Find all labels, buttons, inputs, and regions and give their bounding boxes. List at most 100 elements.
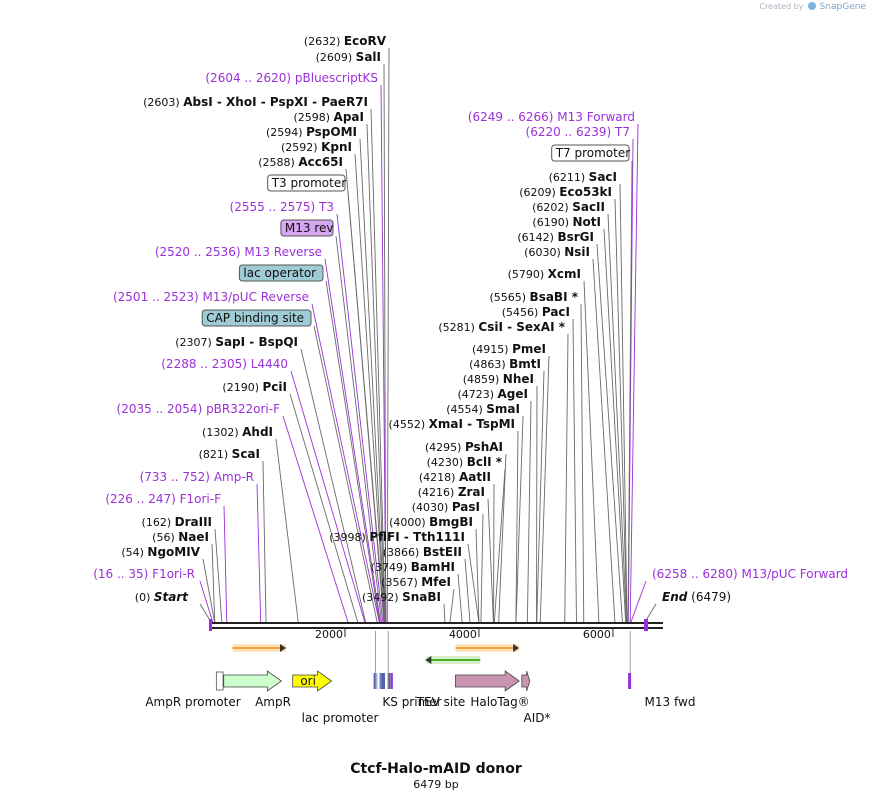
- feature-halotag[interactable]: HaloTag®: [455, 670, 530, 709]
- label-cap[interactable]: CAP binding site: [201, 309, 312, 327]
- tick-label-2000: 2000: [315, 628, 343, 641]
- label-pcii[interactable]: (2190) PciI: [222, 380, 287, 394]
- label-bsabi[interactable]: (5565) BsaBI *: [489, 290, 578, 304]
- label-text-ampr_p: (733 .. 752) Amp-R: [140, 470, 254, 484]
- label-text-bsteii: (3866) BstEII: [383, 545, 462, 559]
- label-text-zrai: (4216) ZraI: [418, 485, 485, 499]
- label-end[interactable]: End (6479): [662, 590, 731, 604]
- connector-line-bmgbi: [475, 528, 480, 623]
- label-pshai[interactable]: (4295) PshAI: [425, 440, 503, 454]
- label-aatii[interactable]: (4218) AatII: [419, 470, 491, 484]
- label-acc65i[interactable]: (2588) Acc65I: [258, 155, 343, 169]
- label-pasi[interactable]: (4030) PasI: [412, 500, 480, 514]
- backbone-top-strand: [211, 622, 663, 624]
- label-pmei[interactable]: (4915) PmeI: [472, 342, 546, 356]
- label-bcli[interactable]: (4230) BclI *: [427, 455, 503, 469]
- feature-aid[interactable]: AID*: [521, 670, 551, 725]
- label-text-pbr322: (2035 .. 2054) pBR322ori-F: [117, 402, 281, 416]
- label-text-paci: (5456) PacI: [502, 305, 570, 319]
- label-sacii[interactable]: (6202) SacII: [532, 200, 605, 214]
- label-box-m13rev: [280, 219, 334, 237]
- label-f1orir[interactable]: (16 .. 35) F1ori-R: [93, 567, 195, 581]
- label-bsteii[interactable]: (3866) BstEII: [383, 545, 462, 559]
- label-box-t7prom: [551, 144, 630, 162]
- label-draiii[interactable]: (162) DraIII: [142, 515, 212, 529]
- label-pbluescriptks[interactable]: (2604 .. 2620) pBluescriptKS: [205, 71, 378, 85]
- label-text-f1orif: (226 .. 247) F1ori-F: [105, 492, 221, 506]
- label-text-t3prom: T3 promoter: [271, 176, 347, 190]
- label-ampr_p[interactable]: (733 .. 752) Amp-R: [140, 470, 254, 484]
- label-csii[interactable]: (5281) CsiI - SexAI *: [438, 320, 565, 334]
- feature-m13_fwd[interactable]: M13 fwd: [628, 673, 695, 709]
- label-bsrgi[interactable]: (6142) BsrGI: [517, 230, 594, 244]
- label-m13puc_fwd[interactable]: (6258 .. 6280) M13/pUC Forward: [652, 567, 848, 581]
- label-t7prom[interactable]: T7 promoter: [551, 144, 631, 162]
- connector-line-sacii: [607, 213, 627, 623]
- connector-line-m13fwd_p: [629, 123, 639, 623]
- label-pflfi[interactable]: (3998) PflFI - Tth111I: [329, 530, 465, 544]
- connector-line-pcii: [289, 393, 359, 623]
- green-arrow: [425, 656, 481, 664]
- feature-tev_site[interactable]: TEV site: [387, 673, 466, 709]
- connector-line-agei: [526, 400, 532, 623]
- end-marker: [644, 619, 648, 631]
- label-text-lacop: lac operator: [243, 266, 316, 280]
- label-m13puc[interactable]: (2501 .. 2523) M13/pUC Reverse: [113, 290, 309, 304]
- feature-ks_primer[interactable]: KS primer: [380, 673, 442, 709]
- connector-line-kpni: [354, 153, 386, 623]
- label-nsii[interactable]: (6030) NsiI: [524, 245, 590, 259]
- feature-ampr[interactable]: AmpR: [223, 670, 291, 709]
- label-lacop[interactable]: lac operator: [238, 264, 324, 282]
- connector-line-cap: [313, 325, 378, 623]
- label-start[interactable]: (0) Start: [135, 590, 189, 604]
- label-saci[interactable]: (6211) SacI: [549, 170, 617, 184]
- label-xmai[interactable]: (4552) XmaI - TspMI: [389, 417, 515, 431]
- tick-label-4000: 4000: [449, 628, 477, 641]
- label-noti[interactable]: (6190) NotI: [532, 215, 601, 229]
- connector-line-nsii: [592, 258, 616, 623]
- connector-line-m13puc: [311, 303, 380, 623]
- label-m13reverse[interactable]: (2520 .. 2536) M13 Reverse: [155, 245, 322, 259]
- feature-label-ks_primer: KS primer: [382, 695, 441, 709]
- label-m13rev[interactable]: M13 rev: [280, 219, 334, 237]
- label-paci[interactable]: (5456) PacI: [502, 305, 570, 319]
- label-snabi[interactable]: (3492) SnaBI: [362, 590, 441, 604]
- label-zrai[interactable]: (4216) ZraI: [418, 485, 485, 499]
- label-pspomi[interactable]: (2594) PspOMI: [266, 125, 357, 139]
- label-t3[interactable]: (2555 .. 2575) T3: [230, 200, 334, 214]
- label-pbr322[interactable]: (2035 .. 2054) pBR322ori-F: [117, 402, 281, 416]
- connector-line-bsabi: [580, 303, 585, 623]
- label-bmti[interactable]: (4863) BmtI: [469, 357, 541, 371]
- label-text-sacii: (6202) SacII: [532, 200, 605, 214]
- label-f1orif[interactable]: (226 .. 247) F1ori-F: [105, 492, 221, 506]
- connector-line-bsteii: [464, 558, 471, 623]
- label-scai[interactable]: (821) ScaI: [199, 447, 260, 461]
- connector-line-pbr322: [282, 415, 349, 623]
- label-eco53ki[interactable]: (6209) Eco53kI: [519, 185, 612, 199]
- label-absi[interactable]: (2603) AbsI - XhoI - PspXI - PaeR7I: [143, 95, 368, 109]
- label-m13fwd_p[interactable]: (6249 .. 6266) M13 Forward: [468, 110, 635, 124]
- label-text-bmgbi: (4000) BmgBI: [389, 515, 473, 529]
- label-l4440[interactable]: (2288 .. 2305) L4440: [161, 357, 288, 371]
- label-xcmi[interactable]: (5790) XcmI: [508, 267, 581, 281]
- label-apai[interactable]: (2598) ApaI: [293, 110, 364, 124]
- label-kpni[interactable]: (2592) KpnI: [281, 140, 352, 154]
- label-ngomiv[interactable]: (54) NgoMIV: [121, 545, 200, 559]
- feature-ampr_promoter[interactable]: AmpR promoter: [145, 671, 241, 709]
- label-sali[interactable]: (2609) SalI: [316, 50, 381, 64]
- label-text-aatii: (4218) AatII: [419, 470, 491, 484]
- label-ecorv[interactable]: (2632) EcoRV: [304, 34, 387, 48]
- connector-line-t3prom: [347, 190, 385, 623]
- label-sapi[interactable]: (2307) SapI - BspQI: [175, 335, 298, 349]
- label-bmgbi[interactable]: (4000) BmgBI: [389, 515, 473, 529]
- label-agei[interactable]: (4723) AgeI: [457, 387, 528, 401]
- label-mfei[interactable]: (3567) MfeI: [381, 575, 451, 589]
- label-smai[interactable]: (4554) SmaI: [446, 402, 520, 416]
- label-ahdi[interactable]: (1302) AhdI: [202, 425, 273, 439]
- label-naei[interactable]: (56) NaeI: [152, 530, 209, 544]
- feature-ori[interactable]: ori: [292, 670, 333, 692]
- label-bamhi[interactable]: (3749) BamHI: [371, 560, 455, 574]
- label-nhei[interactable]: (4859) NheI: [463, 372, 534, 386]
- label-t3prom[interactable]: T3 promoter: [267, 174, 347, 192]
- label-t7[interactable]: (6220 .. 6239) T7: [526, 125, 630, 139]
